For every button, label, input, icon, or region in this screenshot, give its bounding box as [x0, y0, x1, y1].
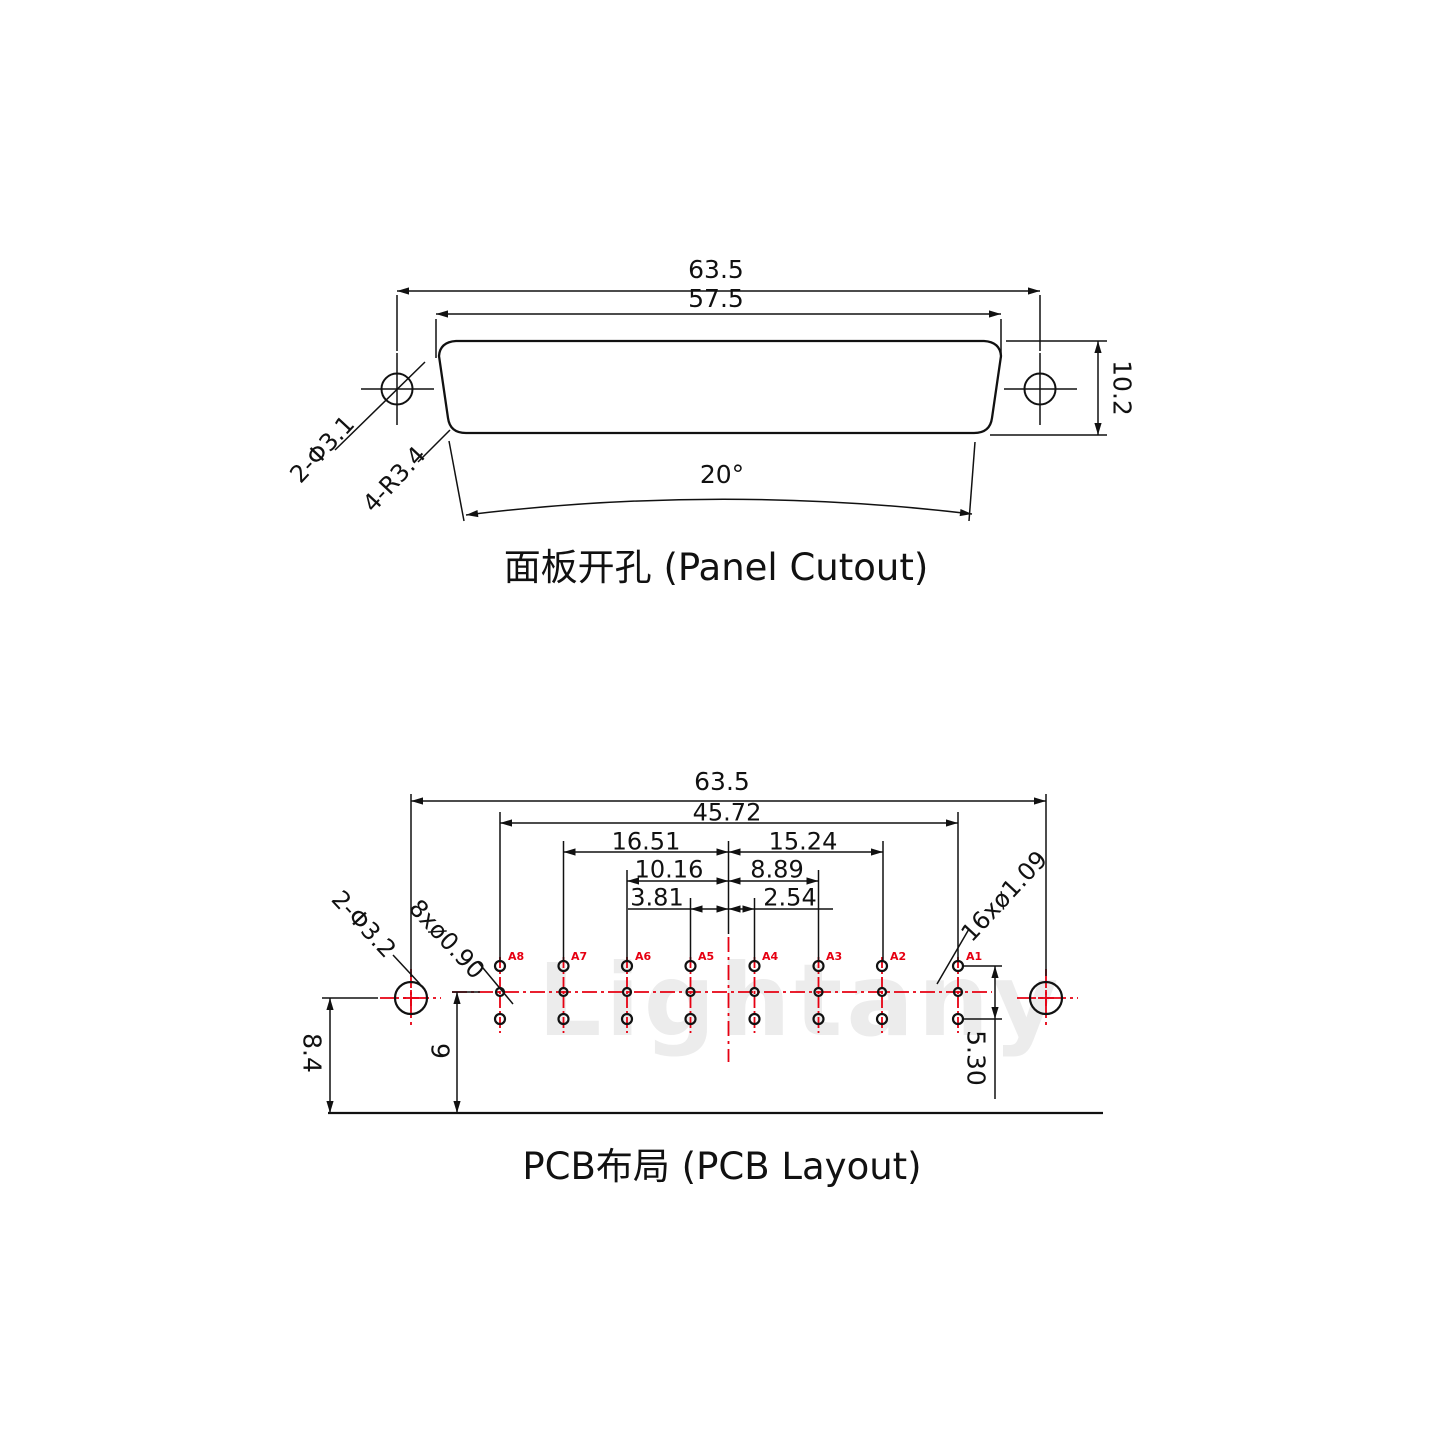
pcb-dimension-lines	[326, 797, 1046, 1113]
pin-label: A5	[698, 950, 714, 963]
pin-column-a2: A2	[875, 950, 906, 1033]
panel-dim-cutout-height: 10.2	[1107, 360, 1136, 416]
panel-mount-hole-right	[1004, 353, 1077, 425]
panel-label-mount-holes: 2-Φ3.1	[284, 410, 360, 488]
pin-label: A6	[635, 950, 652, 963]
pcb-dim-a7-to-center: 16.51	[612, 827, 681, 855]
pcb-mount-hole-left	[393, 980, 429, 1016]
pcb-label-ground-holes: 16xø1.09	[956, 845, 1053, 947]
pin-column-a4: A4	[748, 950, 779, 1033]
panel-cutout-view: 63.5 57.5 10.2 20° 2-Φ3.1 4-R3.4 面板开孔 (P…	[284, 255, 1136, 589]
panel-section-title: 面板开孔 (Panel Cutout)	[504, 546, 929, 589]
pcb-dim-a6-to-center: 10.16	[635, 855, 704, 883]
pcb-label-mount-holes: 2-Φ3.2	[326, 885, 402, 963]
pcb-leader-lines	[392, 928, 970, 1005]
pcb-dim-mount-span: 63.5	[694, 767, 750, 796]
panel-dimension-lines	[397, 287, 1102, 518]
pin-label: A1	[966, 950, 982, 963]
pcb-dim-edge-to-mount: 8.4	[297, 1033, 326, 1073]
panel-extension-lines	[396, 295, 1107, 522]
panel-dim-side-angle: 20°	[700, 460, 744, 489]
pcb-dim-center-to-a4: 2.54	[763, 883, 816, 911]
pin-columns: A8 A7 A6 A5 A4	[493, 950, 982, 1033]
pin-label: A8	[508, 950, 524, 963]
panel-cutout-outline	[437, 339, 1003, 435]
pin-label: A3	[826, 950, 842, 963]
pcb-dim-pin-span: 45.72	[693, 798, 762, 826]
pin-label: A2	[890, 950, 906, 963]
pin-column-a1: A1	[951, 950, 982, 1033]
panel-label-corner-radius: 4-R3.4	[357, 441, 431, 518]
pcb-dim-center-to-a3: 8.89	[750, 855, 803, 883]
pin-column-a5: A5	[684, 950, 714, 1033]
panel-dim-cutout-width: 57.5	[688, 284, 744, 313]
pcb-dim-a5-to-center: 3.81	[630, 883, 683, 911]
pcb-dim-center-to-a2: 15.24	[769, 827, 838, 855]
pcb-mount-hole-right	[1028, 980, 1064, 1016]
panel-dim-overall-width: 63.5	[688, 255, 744, 284]
pcb-label-signal-holes: 8xø0.90	[403, 894, 490, 984]
pin-label: A4	[762, 950, 779, 963]
pin-label: A7	[571, 950, 587, 963]
pcb-dim-edge-to-row: 9	[425, 1043, 454, 1059]
pcb-dim-row-spacing: 5.30	[961, 1030, 990, 1086]
pcb-section-title: PCB布局 (PCB Layout)	[522, 1145, 921, 1188]
pin-column-a8: A8	[493, 950, 524, 1033]
panel-leader-lines	[334, 361, 451, 463]
pcb-centerlines	[380, 937, 1078, 1062]
